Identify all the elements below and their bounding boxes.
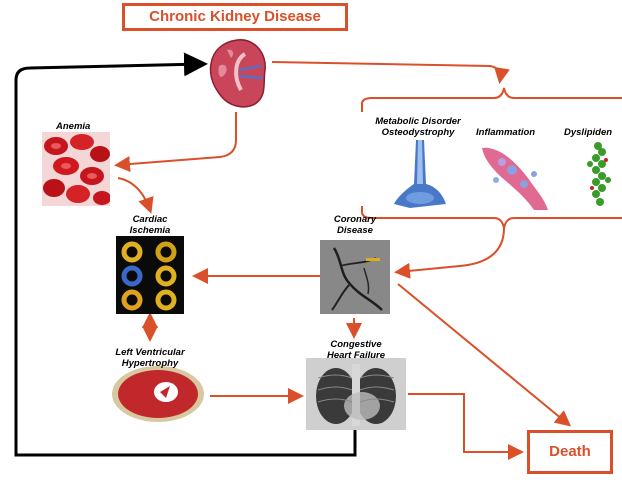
inflammation-image	[478, 140, 550, 212]
cardiac-ischemia-image	[116, 236, 184, 314]
anemia-label: Anemia	[56, 121, 91, 132]
bone-image	[390, 140, 458, 212]
lvh-label-line1: Left Ventricular	[115, 347, 185, 358]
metabolic-label-line2: Osteodystrophy	[381, 127, 455, 138]
coronary-label-line2: Disease	[337, 225, 373, 236]
death-label: Death	[549, 443, 591, 460]
metabolic-label: Metabolic Disorder Osteodystrophy	[364, 116, 472, 138]
factors-bottom-bracket	[361, 206, 622, 229]
arrow-kidney-to-factors	[271, 61, 510, 84]
chest-xray-image	[306, 358, 406, 430]
kidney-image	[209, 39, 266, 108]
chf-label-line2: Heart Failure	[326, 350, 386, 361]
coronary-label: Coronary Disease	[316, 214, 394, 236]
dyslipidemia-label: Dyslipiden	[564, 127, 613, 138]
chf-label-line1: Congestive	[330, 339, 382, 350]
arrow-kidney-to-anemia	[114, 112, 237, 173]
lvh-heart-image	[112, 366, 204, 422]
coronary-label-line1: Coronary	[333, 214, 377, 225]
arrow-chf-to-death	[408, 393, 524, 460]
cardiac-ischemia-label-line2: Ischemia	[129, 225, 171, 236]
feedback-loop	[14, 52, 357, 457]
arrow-coronary-to-death	[397, 283, 572, 427]
metabolic-label-line1: Metabolic Disorder	[375, 116, 461, 127]
arrow-anemia-to-ischemia	[117, 177, 154, 214]
lvh-label: Left Ventricular Hypertrophy	[100, 347, 200, 369]
cardiac-ischemia-label: Cardiac Ischemia	[110, 214, 190, 236]
arrow-factors-to-coronary	[394, 227, 505, 279]
factors-top-bracket	[361, 87, 622, 112]
chf-label: Congestive Heart Failure	[308, 339, 404, 361]
title-box: Chronic Kidney Disease	[122, 3, 348, 31]
cardiac-ischemia-label-line1: Cardiac	[132, 214, 168, 225]
death-box: Death	[527, 430, 613, 474]
page-title: Chronic Kidney Disease	[149, 8, 321, 25]
lvh-label-line2: Hypertrophy	[121, 358, 179, 369]
inflammation-label: Inflammation	[476, 127, 536, 138]
coronary-angiogram-image	[320, 240, 390, 314]
lipid-molecule-image	[576, 140, 622, 212]
anemia-image	[42, 132, 110, 206]
